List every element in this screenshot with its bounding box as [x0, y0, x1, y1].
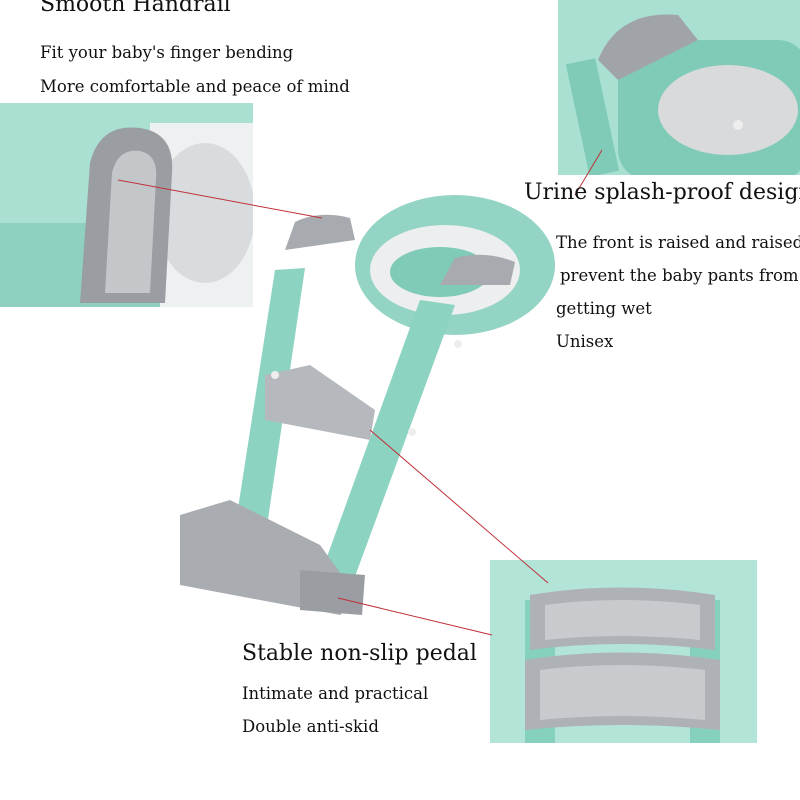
splash-title: Urine splash-proof design — [524, 180, 800, 205]
splash-line-1: The front is raised and raised to — [556, 233, 800, 252]
pointer-line-handrail — [117, 179, 323, 219]
pedal-closeup-photo — [490, 560, 757, 743]
handrail-line-1: Fit your baby's finger bending — [40, 43, 294, 62]
handrail-title: Smooth Handrail — [40, 0, 231, 17]
pointer-line-upper-pedal — [369, 429, 549, 584]
handrail-closeup-photo — [0, 103, 253, 307]
pedal-line-2: Double anti-skid — [242, 717, 379, 736]
pointer-line-seat — [574, 149, 603, 196]
splash-line-4: Unisex — [556, 332, 614, 351]
pointer-line-lower-pedal — [337, 597, 493, 636]
splash-line-3: getting wet — [556, 299, 652, 318]
pointer-lines — [117, 149, 603, 636]
seat-closeup-photo — [558, 0, 800, 175]
handrail-line-2: More comfortable and peace of mind — [40, 77, 350, 96]
pedal-title: Stable non-slip pedal — [242, 641, 477, 666]
splash-line-2: prevent the baby pants from — [560, 266, 799, 285]
pedal-line-1: Intimate and practical — [242, 684, 429, 703]
